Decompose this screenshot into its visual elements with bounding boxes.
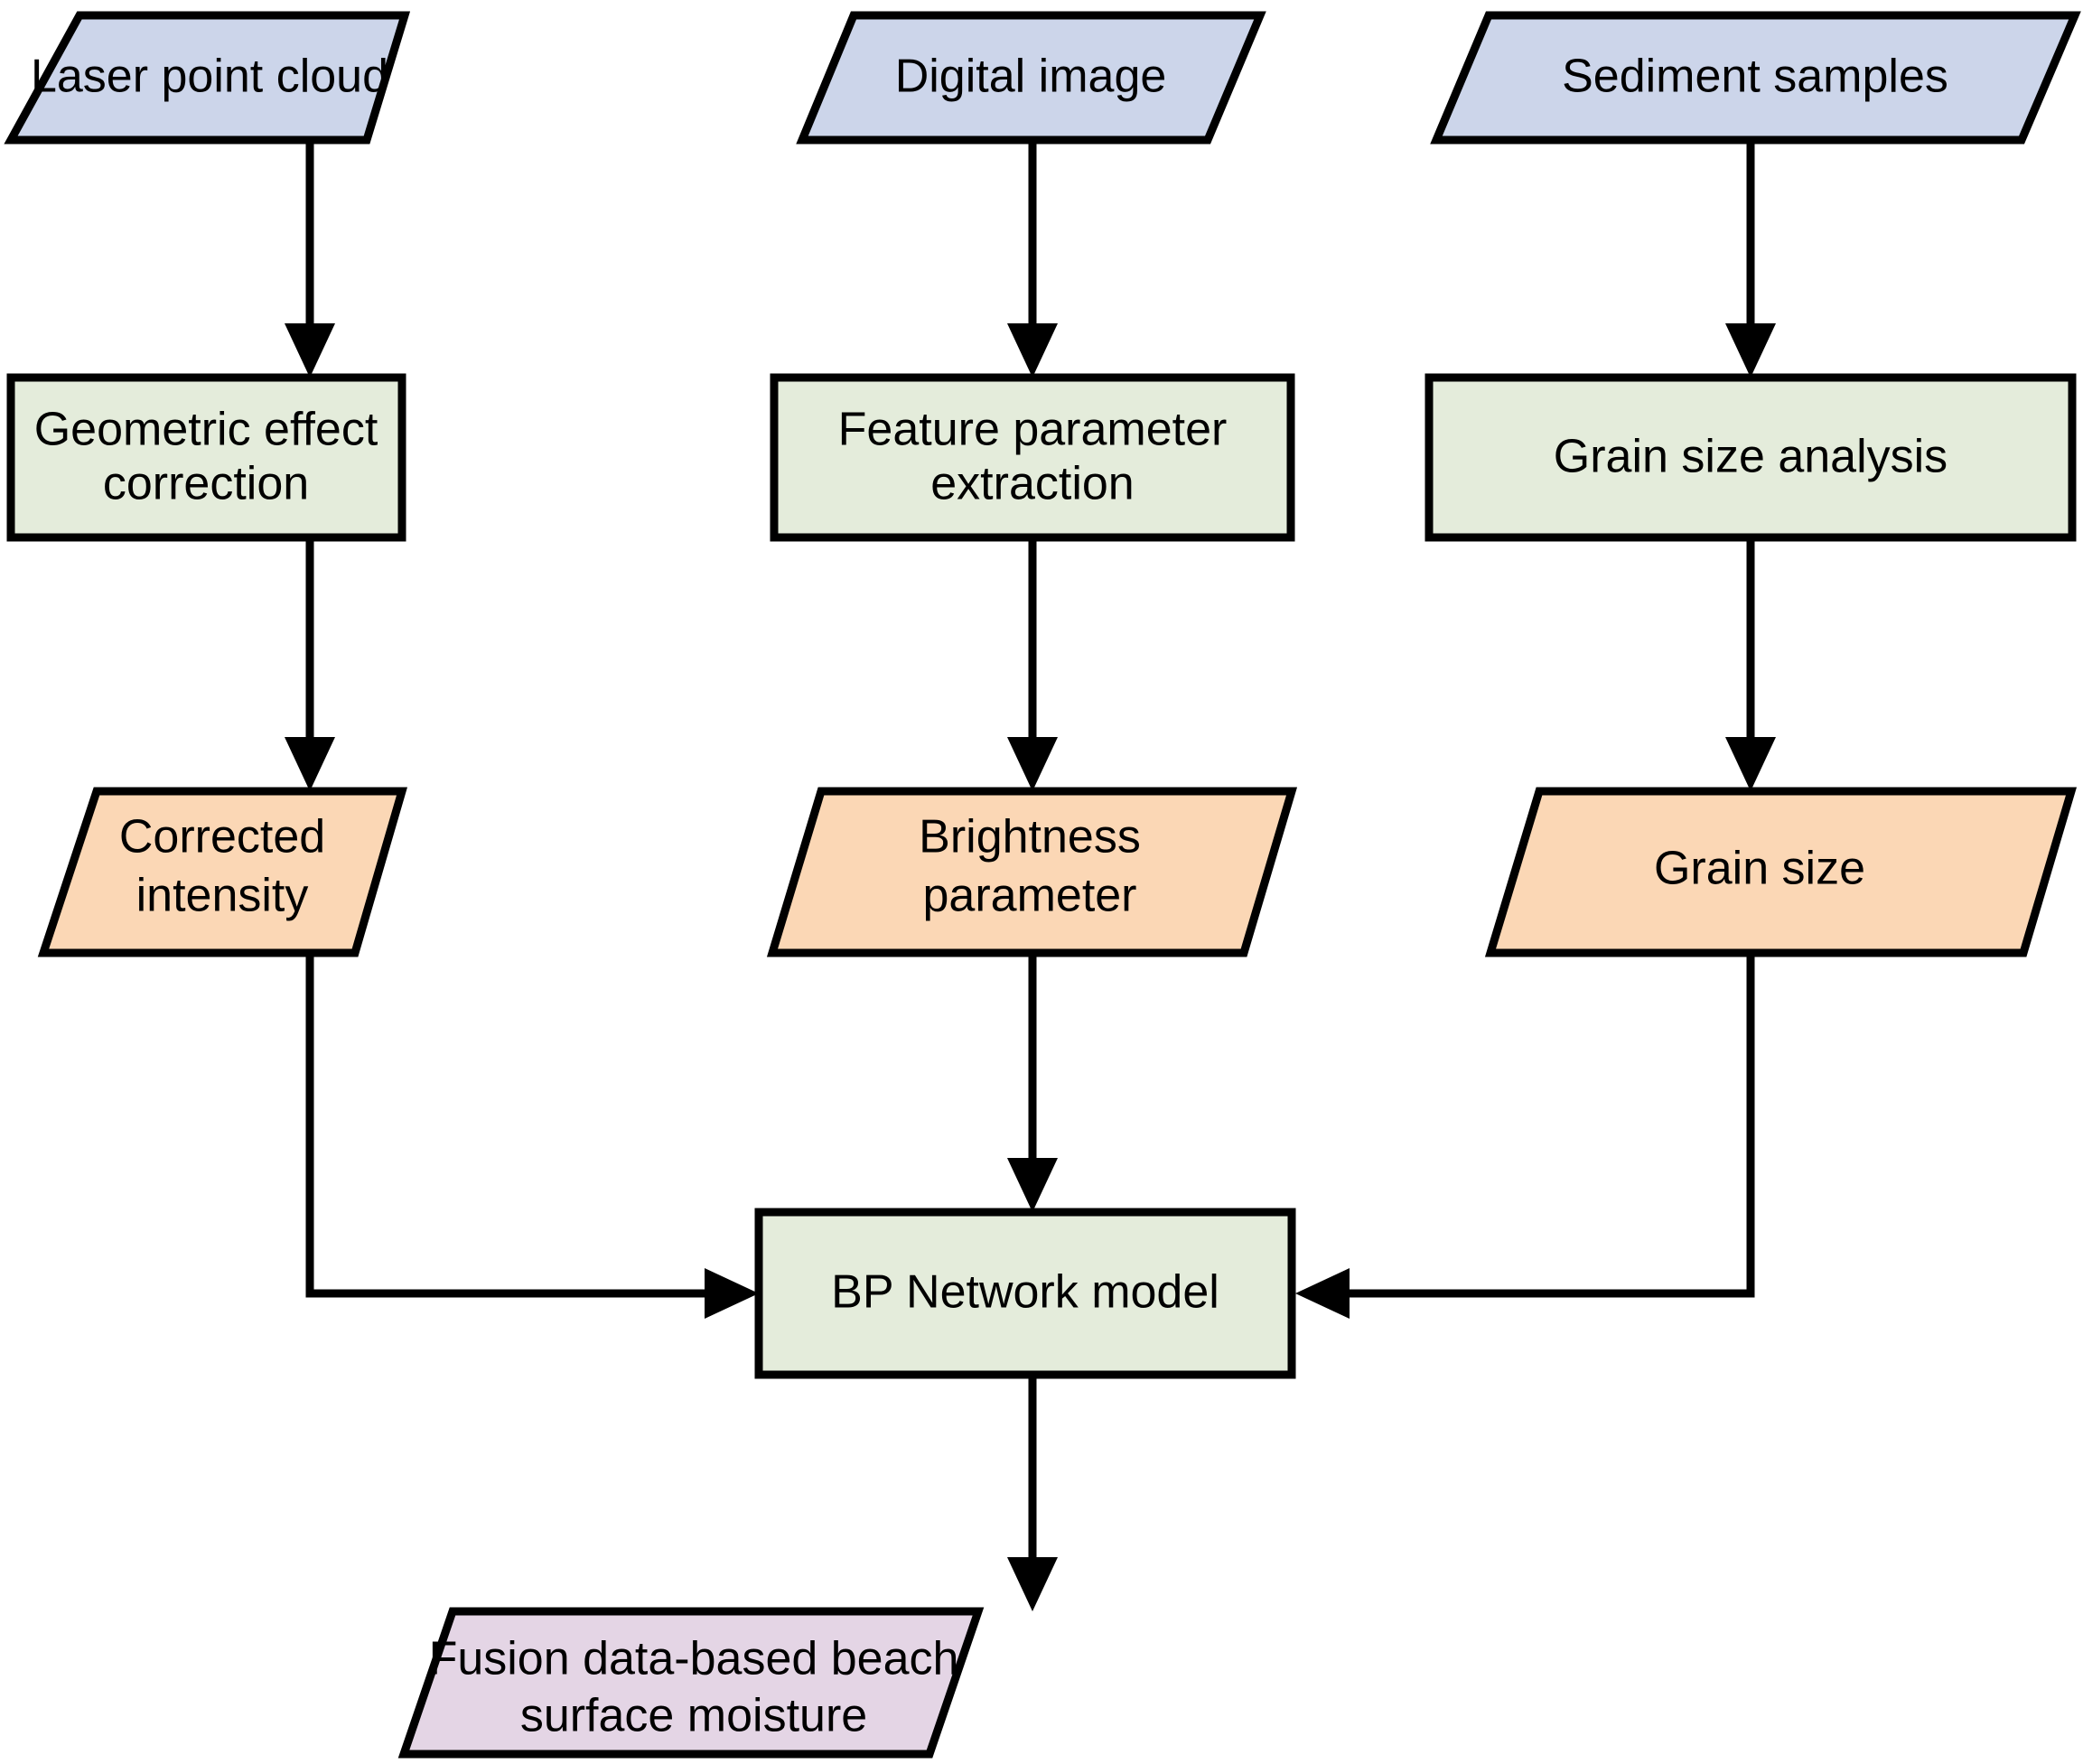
laser-point-cloud-label: Laser point cloud	[31, 51, 388, 103]
node-grain-size[interactable]: Grain size	[1484, 787, 2078, 957]
sediment-samples-label: Sediment samples	[1562, 51, 1948, 103]
brightness-parameter-label-line2: parameter	[923, 870, 1137, 922]
geometric-effect-correction-shape[interactable]	[6, 373, 406, 542]
edge-grain-analysis-to-grain-size	[1725, 537, 1776, 791]
node-geometric-effect-correction[interactable]: Geometric effect correction	[6, 373, 406, 542]
edge-bp-to-fusion	[1007, 1375, 1058, 1611]
edge-corrected-to-bp	[305, 956, 759, 1319]
edge-grain-size-to-bp	[1295, 956, 1755, 1319]
bp-network-model-shape[interactable]	[754, 1208, 1296, 1379]
node-laser-point-cloud[interactable]: Laser point cloud	[4, 11, 411, 145]
brightness-parameter-label-line1: Brightness	[919, 811, 1141, 863]
edge-feature-to-brightness	[1007, 537, 1058, 791]
edge-brightness-to-bp	[1007, 956, 1058, 1212]
edge-sediment-to-grain-analysis	[1725, 140, 1776, 378]
node-fusion-output[interactable]: Fusion data-based beach surface moisture	[397, 1607, 985, 1759]
geometric-effect-correction-label-line2: correction	[103, 458, 309, 510]
feature-parameter-extraction-label-line2: extraction	[930, 458, 1134, 510]
node-corrected-intensity[interactable]: Corrected intensity	[37, 787, 407, 957]
grain-size-analysis-shape[interactable]	[1424, 373, 2077, 542]
corrected-intensity-label-line1: Corrected	[119, 811, 325, 863]
fusion-output-label-line2: surface moisture	[520, 1690, 867, 1742]
node-sediment-samples[interactable]: Sediment samples	[1430, 11, 2081, 145]
edge-digital-to-feature	[1007, 140, 1058, 378]
bp-network-model-label: BP Network model	[831, 1266, 1219, 1319]
node-bp-network-model[interactable]: BP Network model	[754, 1208, 1296, 1379]
node-brightness-parameter[interactable]: Brightness parameter	[766, 787, 1298, 957]
edge-laser-to-geometric	[285, 140, 335, 378]
brightness-parameter-shape[interactable]	[766, 787, 1298, 957]
edge-geometric-to-corrected	[285, 537, 335, 791]
geometric-effect-correction-label-line1: Geometric effect	[34, 404, 378, 456]
grain-size-shape[interactable]	[1484, 787, 2078, 957]
sediment-samples-shape[interactable]	[1430, 11, 2081, 145]
corrected-intensity-label-line2: intensity	[136, 870, 309, 922]
feature-parameter-extraction-label-line1: Feature parameter	[838, 404, 1228, 456]
fusion-output-label-line1: Fusion data-based beach	[429, 1633, 959, 1685]
laser-point-cloud-shape[interactable]	[4, 11, 411, 145]
node-grain-size-analysis[interactable]: Grain size analysis	[1424, 373, 2077, 542]
grain-size-analysis-label: Grain size analysis	[1554, 431, 1948, 483]
corrected-intensity-shape[interactable]	[37, 787, 407, 957]
fusion-output-shape[interactable]	[397, 1607, 985, 1759]
digital-image-shape[interactable]	[796, 11, 1266, 145]
node-digital-image[interactable]: Digital image	[796, 11, 1266, 145]
digital-image-label: Digital image	[895, 51, 1167, 103]
node-feature-parameter-extraction[interactable]: Feature parameter extraction	[770, 373, 1295, 542]
grain-size-label: Grain size	[1654, 843, 1865, 895]
feature-parameter-extraction-shape[interactable]	[770, 373, 1295, 542]
